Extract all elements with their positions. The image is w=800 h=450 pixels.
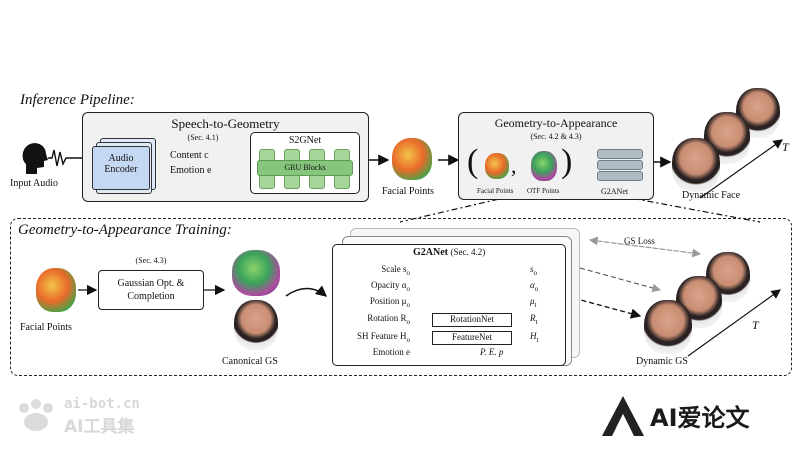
training-facial-points-image <box>36 268 76 312</box>
rotationnet-box: RotationNet <box>432 313 512 327</box>
g2anet-input-0: Scale so <box>338 264 410 277</box>
g2a-facial-points-label: Facial Points <box>477 187 514 195</box>
speaking-head-icon <box>22 143 48 174</box>
g2anet-output-subscript: o <box>533 268 538 277</box>
otf-points-image <box>531 151 557 181</box>
gaussian-opt-label: Gaussian Opt. & Completion <box>117 278 185 302</box>
watermark-left-bottom: AI工具集 <box>64 417 135 437</box>
g2anet-input-3: Rotation Ro <box>338 313 410 326</box>
dynamic-face-label: Dynamic Face <box>682 190 741 201</box>
rotationnet-label: RotationNet <box>450 314 494 324</box>
comma: , <box>511 153 517 178</box>
featurenet-label: FeatureNet <box>452 332 492 342</box>
g2anet-layer <box>597 171 643 181</box>
g2anet-output-2: μt <box>530 296 536 309</box>
g2anet-input-subscript: o <box>406 268 411 277</box>
g2a-facial-points-image <box>485 153 509 179</box>
g2anet-layer <box>597 160 643 170</box>
g2anet-output-subscript: t <box>534 300 537 309</box>
watermark-left-top: ai-bot.cn <box>64 396 140 412</box>
dynamic-face-image <box>672 138 720 192</box>
g2anet-input-subscript: o <box>406 335 411 344</box>
g2anet-output-subscript: o <box>534 284 539 293</box>
g2anet-output-label: H <box>530 331 537 341</box>
s2gnet-label: S2GNet <box>288 135 322 146</box>
g2a-sec: (Sec. 4.2 & 4.3) <box>530 132 582 141</box>
content-label: Content c <box>170 150 209 161</box>
watermark-right-text: AI爱论文 <box>650 404 750 432</box>
train-link <box>399 195 513 223</box>
g2anet-input-label: Rotation R <box>367 313 407 323</box>
canonical-gs-image <box>234 300 278 350</box>
otf-points-label: OTF Points <box>527 187 560 195</box>
s2g-sec: (Sec. 4.1) <box>187 133 219 142</box>
g2anet-input-label: Position μ <box>369 296 407 306</box>
g2anet-input-1: Opacity αo <box>338 280 410 293</box>
g2anet-input-label: SH Feature H <box>357 331 407 341</box>
g2anet-output-label: s <box>530 264 534 274</box>
g2anet-input-subscript: o <box>406 317 411 326</box>
g2anet-input-subscript: o <box>406 284 411 293</box>
audio-encoder-box: Audio Encoder <box>92 146 150 190</box>
g2anet-output-label: α <box>530 280 535 290</box>
g2anet-output-3: Rt <box>530 313 537 326</box>
canonical-gs-label: Canonical GS <box>222 356 278 367</box>
g2anet-card: G2ANet (Sec. 4.2) <box>332 244 566 366</box>
g2anet-output-0: so <box>530 264 537 277</box>
gaussian-opt-box: Gaussian Opt. & Completion <box>98 270 204 310</box>
g2anet-output-1: αo <box>530 280 538 293</box>
g2anet-output-5: P. E. p <box>480 347 503 360</box>
facial-points-label: Facial Points <box>382 186 434 197</box>
g2anet-input-5: Emotion e <box>338 347 410 360</box>
g2anet-label: G2ANet <box>601 187 629 196</box>
g2a-title: Geometry-to-Appearance <box>494 116 618 130</box>
paw-logo-icon <box>19 399 53 431</box>
g2anet-card-title: G2ANet (Sec. 4.2) <box>413 247 485 258</box>
g2anet-input-label: Opacity α <box>371 280 407 290</box>
g2anet-input-subscript: o <box>406 300 411 309</box>
training-facial-points-label: Facial Points <box>20 322 72 333</box>
gru-blocks-bar: GRU Blocks <box>257 160 353 176</box>
g2anet-output-label: R <box>530 313 536 323</box>
gru-blocks-label: GRU Blocks <box>284 163 326 172</box>
open-paren: ( <box>467 143 479 180</box>
audio-encoder-label: Audio Encoder <box>104 153 138 175</box>
g2anet-layer <box>597 149 643 159</box>
g2anet-card-title-text: G2ANet <box>413 247 448 258</box>
g2anet-input-label: Scale s <box>381 264 407 274</box>
g2anet-input-4: SH Feature Ho <box>338 331 410 344</box>
dynamic-gs-label: Dynamic GS <box>636 356 688 367</box>
time-axis-label: T <box>782 140 789 154</box>
train-link-2 <box>619 195 761 223</box>
emotion-label: Emotion e <box>170 165 212 176</box>
featurenet-box: FeatureNet <box>432 331 512 345</box>
s2g-title: Speech-to-Geometry <box>171 116 280 131</box>
g2anet-output-subscript: t <box>536 335 539 344</box>
dynamic-gs-image <box>644 300 692 354</box>
training-title: Geometry-to-Appearance Training: <box>18 222 232 238</box>
g2anet-stack <box>597 149 647 189</box>
gs-loss-label: GS Loss <box>624 236 655 246</box>
g2anet-input-label: Emotion e <box>372 347 410 357</box>
ai-logo-icon <box>602 396 644 436</box>
audio-waveform <box>48 149 72 167</box>
geometry-to-appearance-box: Geometry-to-Appearance (Sec. 4.2 & 4.3) … <box>458 112 654 200</box>
gaussian-sec: (Sec. 4.3) <box>135 256 167 265</box>
inference-title: Inference Pipeline: <box>20 92 135 108</box>
g2anet-output-label: P. E. p <box>480 347 504 357</box>
g2anet-output-subscript: t <box>535 317 538 326</box>
g2anet-output-4: Ht <box>530 331 538 344</box>
g2anet-input-2: Position μo <box>338 296 410 309</box>
training-time-axis-label: T <box>752 318 759 332</box>
training-frame <box>10 218 792 376</box>
s2gnet-box: S2GNet GRU Blocks <box>250 132 360 194</box>
g2anet-card-sec: (Sec. 4.2) <box>450 247 486 257</box>
g2anet-output-label: μ <box>530 296 535 306</box>
input-audio-label: Input Audio <box>10 178 59 189</box>
facial-points-image <box>392 138 432 180</box>
close-paren: ) <box>561 143 573 180</box>
canonical-points-image <box>232 250 280 296</box>
